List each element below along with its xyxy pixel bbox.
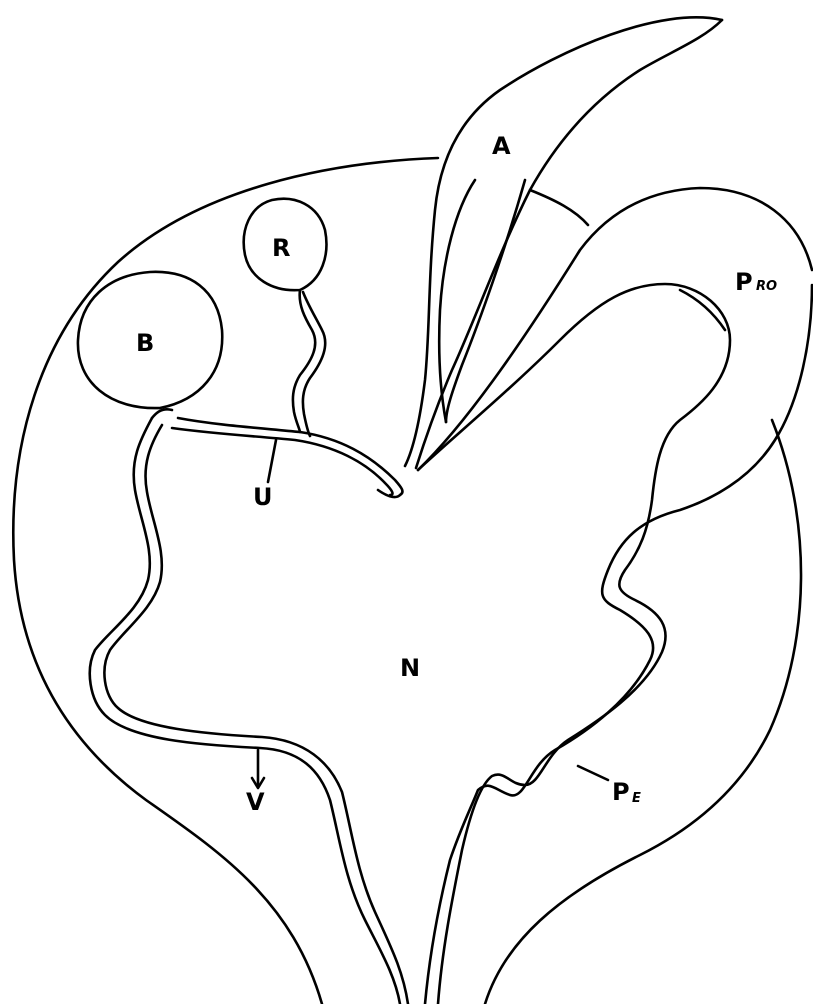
label-pe-main: P — [612, 778, 630, 806]
label-a: A — [492, 132, 511, 160]
label-b: B — [136, 329, 154, 357]
canal-v-to-b — [152, 409, 172, 418]
label-pro-main: P — [735, 268, 753, 296]
duct-u-upper — [178, 418, 402, 495]
pointer-u — [268, 440, 276, 482]
canal-v-outer — [90, 418, 400, 1004]
duct-u-end — [378, 490, 400, 497]
label-r: R — [272, 234, 290, 262]
outer-contour-left — [13, 158, 438, 1004]
lobe-pro-inner — [418, 284, 730, 1004]
label-pe-sub: E — [632, 791, 641, 806]
lobe-r-stalk-right — [303, 292, 325, 436]
outer-contour-right — [485, 420, 801, 1004]
label-n: N — [400, 654, 420, 682]
pointer-pe — [578, 766, 608, 780]
label-u: U — [253, 483, 273, 511]
lobe-a-tip — [416, 20, 722, 468]
body-to-a-link — [530, 190, 588, 225]
label-v: V — [246, 788, 265, 816]
duct-u-lower — [172, 428, 392, 495]
lobe-a-outline — [405, 17, 722, 466]
label-pro-sub: RO — [756, 279, 777, 294]
